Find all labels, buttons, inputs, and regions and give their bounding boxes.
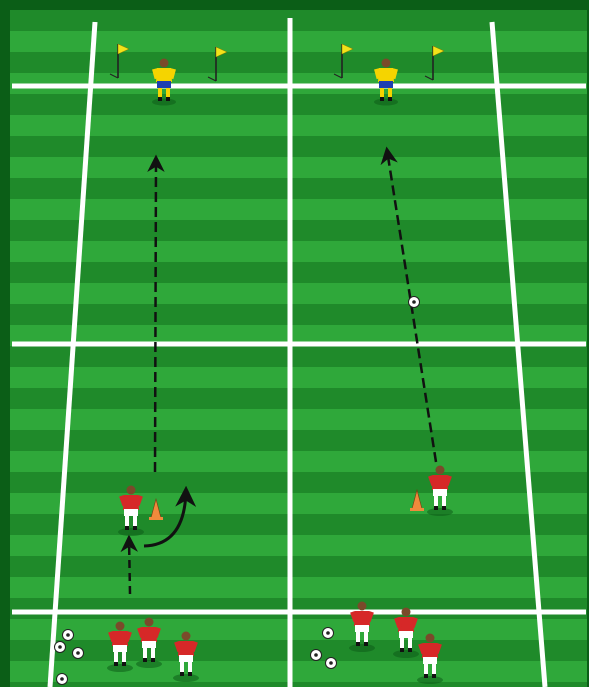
grass-stripe: [10, 199, 587, 220]
grass-stripe: [10, 535, 587, 556]
grass-stripe: [10, 661, 587, 682]
ball: [73, 648, 84, 659]
ball: [57, 674, 68, 685]
grass-stripe: [10, 304, 587, 325]
grass-stripe: [10, 283, 587, 304]
ball-in-flight: [409, 297, 420, 308]
grass-stripe: [10, 346, 587, 367]
ball: [323, 628, 334, 639]
grass-stripe: [10, 430, 587, 451]
grass-stripe: [10, 157, 587, 178]
grass-stripe: [10, 514, 587, 535]
grass-stripe: [10, 52, 587, 73]
grass-stripe: [10, 409, 587, 430]
grass-stripe: [10, 598, 587, 619]
grass-stripe: [10, 388, 587, 409]
grass-stripe: [10, 682, 587, 687]
ball: [326, 658, 337, 669]
grass-stripe: [10, 472, 587, 493]
grass-stripe: [10, 367, 587, 388]
grass-stripe: [10, 556, 587, 577]
grass-stripe: [10, 619, 587, 640]
ball: [63, 630, 74, 641]
ball: [311, 650, 322, 661]
grass-stripe: [10, 451, 587, 472]
ball: [55, 642, 66, 653]
grass-stripe: [10, 640, 587, 661]
grass-stripe: [10, 577, 587, 598]
grass-stripe: [10, 493, 587, 514]
grass-stripe: [10, 178, 587, 199]
grass-stripe: [10, 262, 587, 283]
grass-stripe: [10, 220, 587, 241]
grass-stripe: [10, 241, 587, 262]
